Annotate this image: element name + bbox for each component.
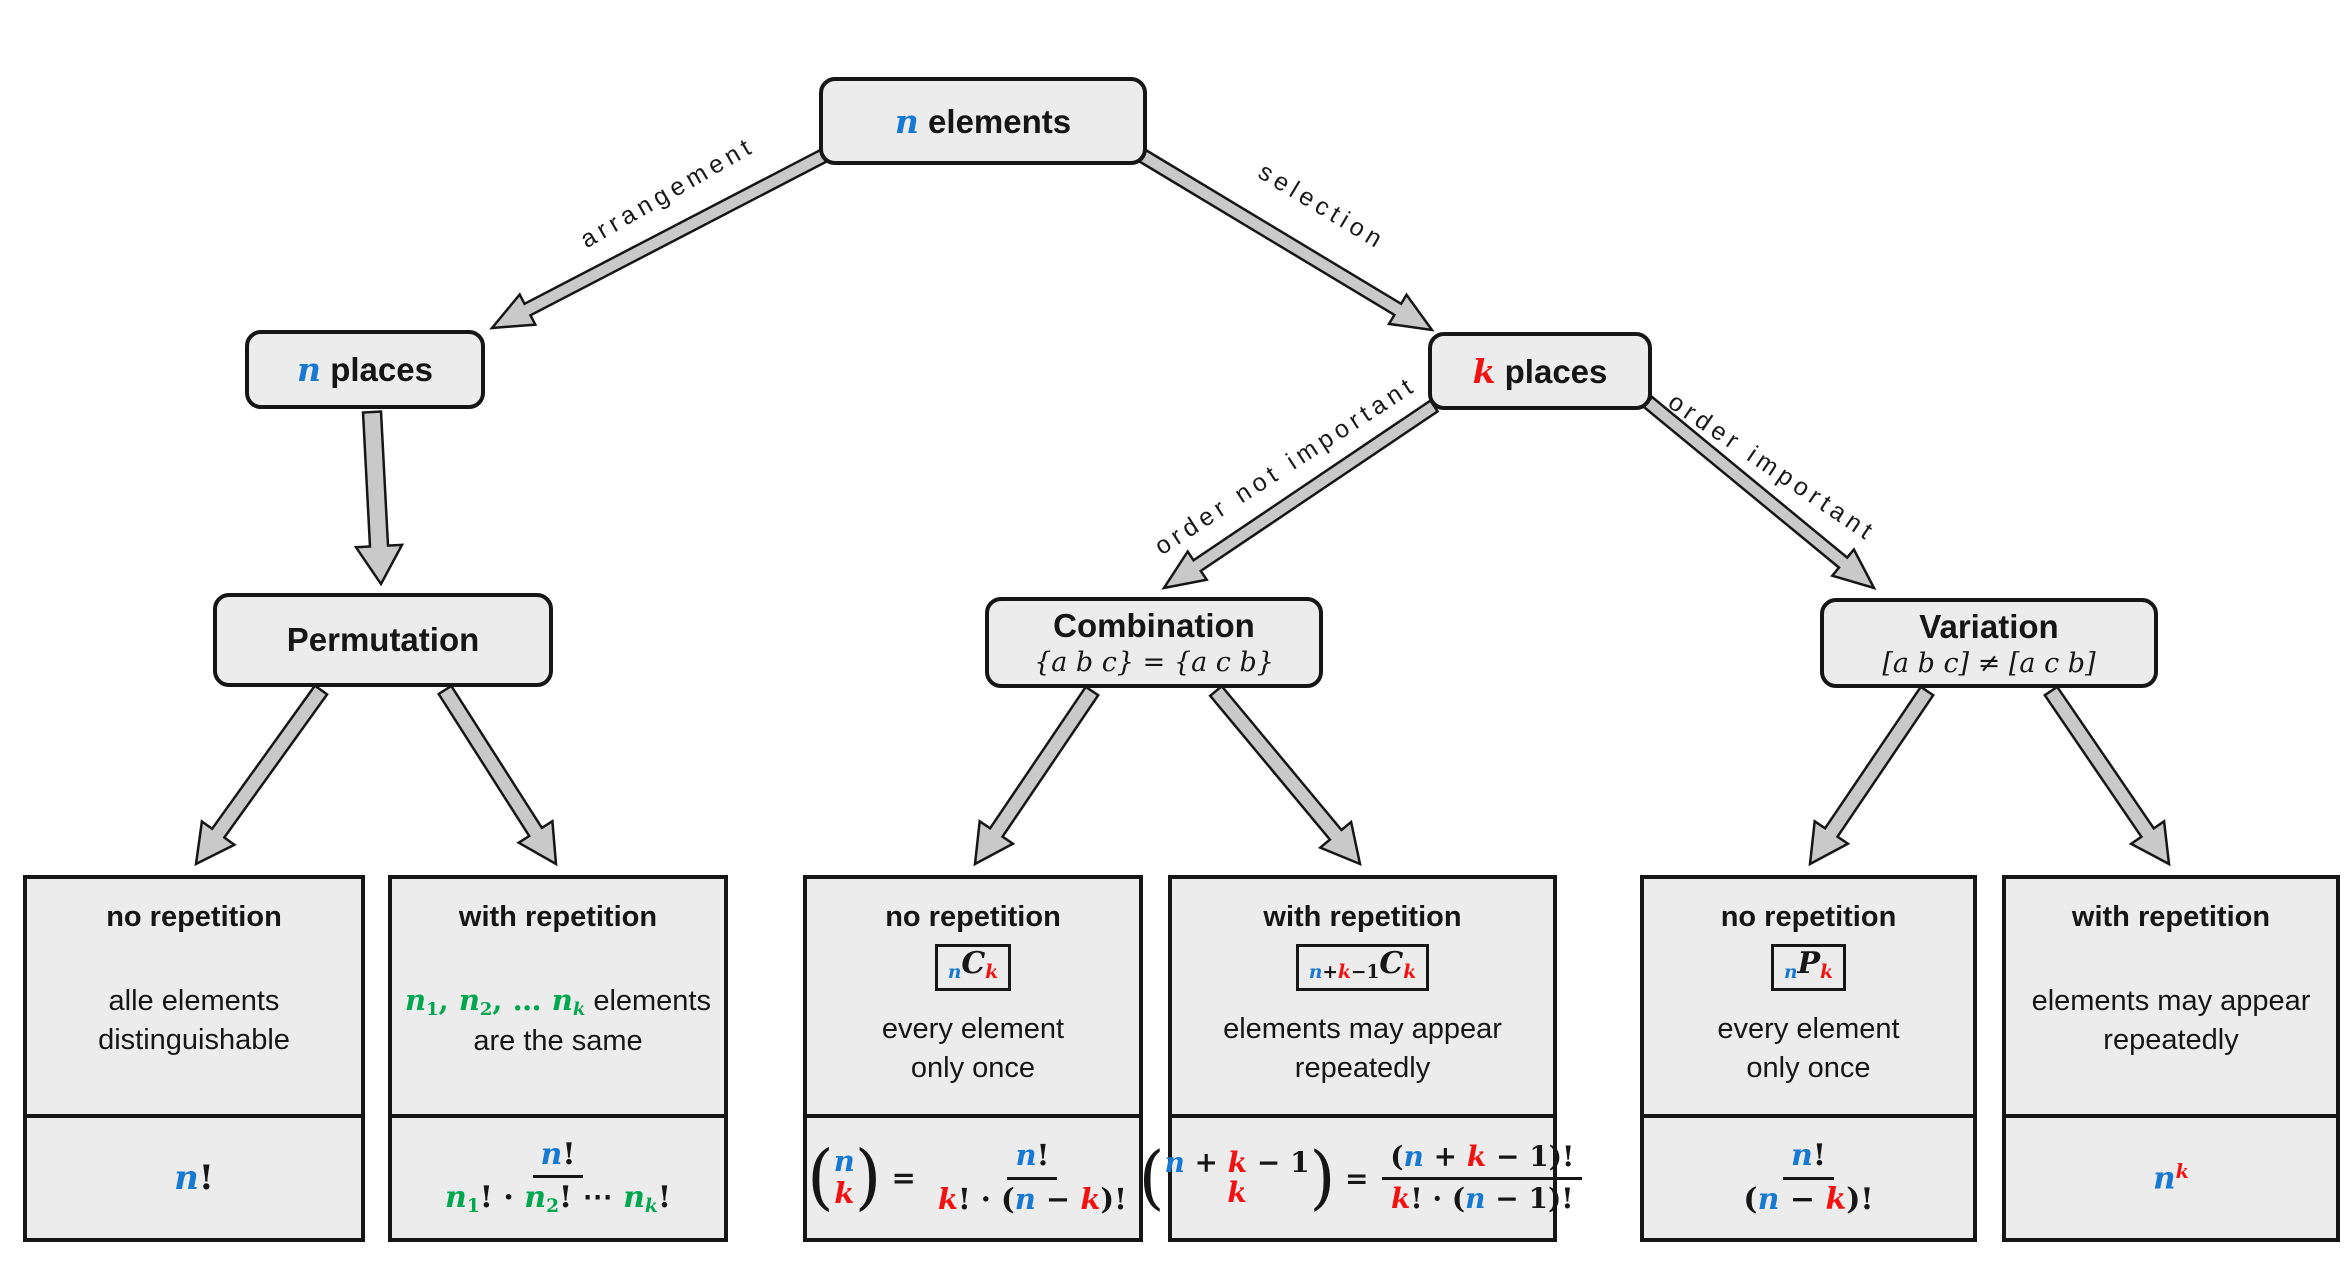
leaf-title: no repetition	[1720, 901, 1897, 933]
node-n-elements-label: n elements	[894, 101, 1072, 141]
notation-badge: n+k−1Ck	[1295, 944, 1430, 991]
leaf-title: no repetition	[106, 901, 282, 933]
node-permutation-title: Permutation	[286, 621, 480, 658]
node-permutation: Permutation	[213, 593, 553, 687]
node-k-places: k places	[1428, 332, 1652, 410]
node-n-places: n places	[245, 330, 485, 409]
notation-badge: nCk	[934, 944, 1012, 991]
node-variation-title: Variation	[1919, 607, 2059, 645]
node-n-elements: n elements	[819, 77, 1147, 165]
node-combination: Combination {a b c} = {a c b}	[985, 597, 1323, 688]
leaf-formula: n!(n − k)!	[1644, 1114, 1973, 1238]
leaf-body: with repetition n+k−1Ck elements may app…	[1172, 879, 1553, 1114]
notation-badge: nPk	[1771, 944, 1846, 991]
node-combination-title: Combination	[1053, 607, 1255, 644]
node-variation: Variation [a b c] ≠ [a c b]	[1820, 598, 2158, 688]
leaf-title: with repetition	[2071, 901, 2271, 933]
node-combination-subtitle: {a b c} = {a c b}	[1034, 647, 1274, 678]
leaf-combination-with-repetition: with repetition n+k−1Ck elements may app…	[1139, 875, 1583, 1242]
leaf-title: no repetition	[885, 901, 1061, 933]
leaf-title: with repetition	[458, 901, 658, 933]
leaf-formula: n!n1! · n2! ⋯ nk!	[392, 1114, 724, 1238]
node-n-places-label: n places	[297, 350, 433, 389]
node-variation-subtitle: [a b c] ≠ [a c b]	[1882, 647, 2096, 679]
node-k-places-label: k places	[1472, 351, 1608, 391]
leaf-title: with repetition	[1263, 901, 1462, 933]
leaf-formula: n!	[27, 1114, 361, 1238]
leaf-formula: nk	[2006, 1114, 2336, 1238]
